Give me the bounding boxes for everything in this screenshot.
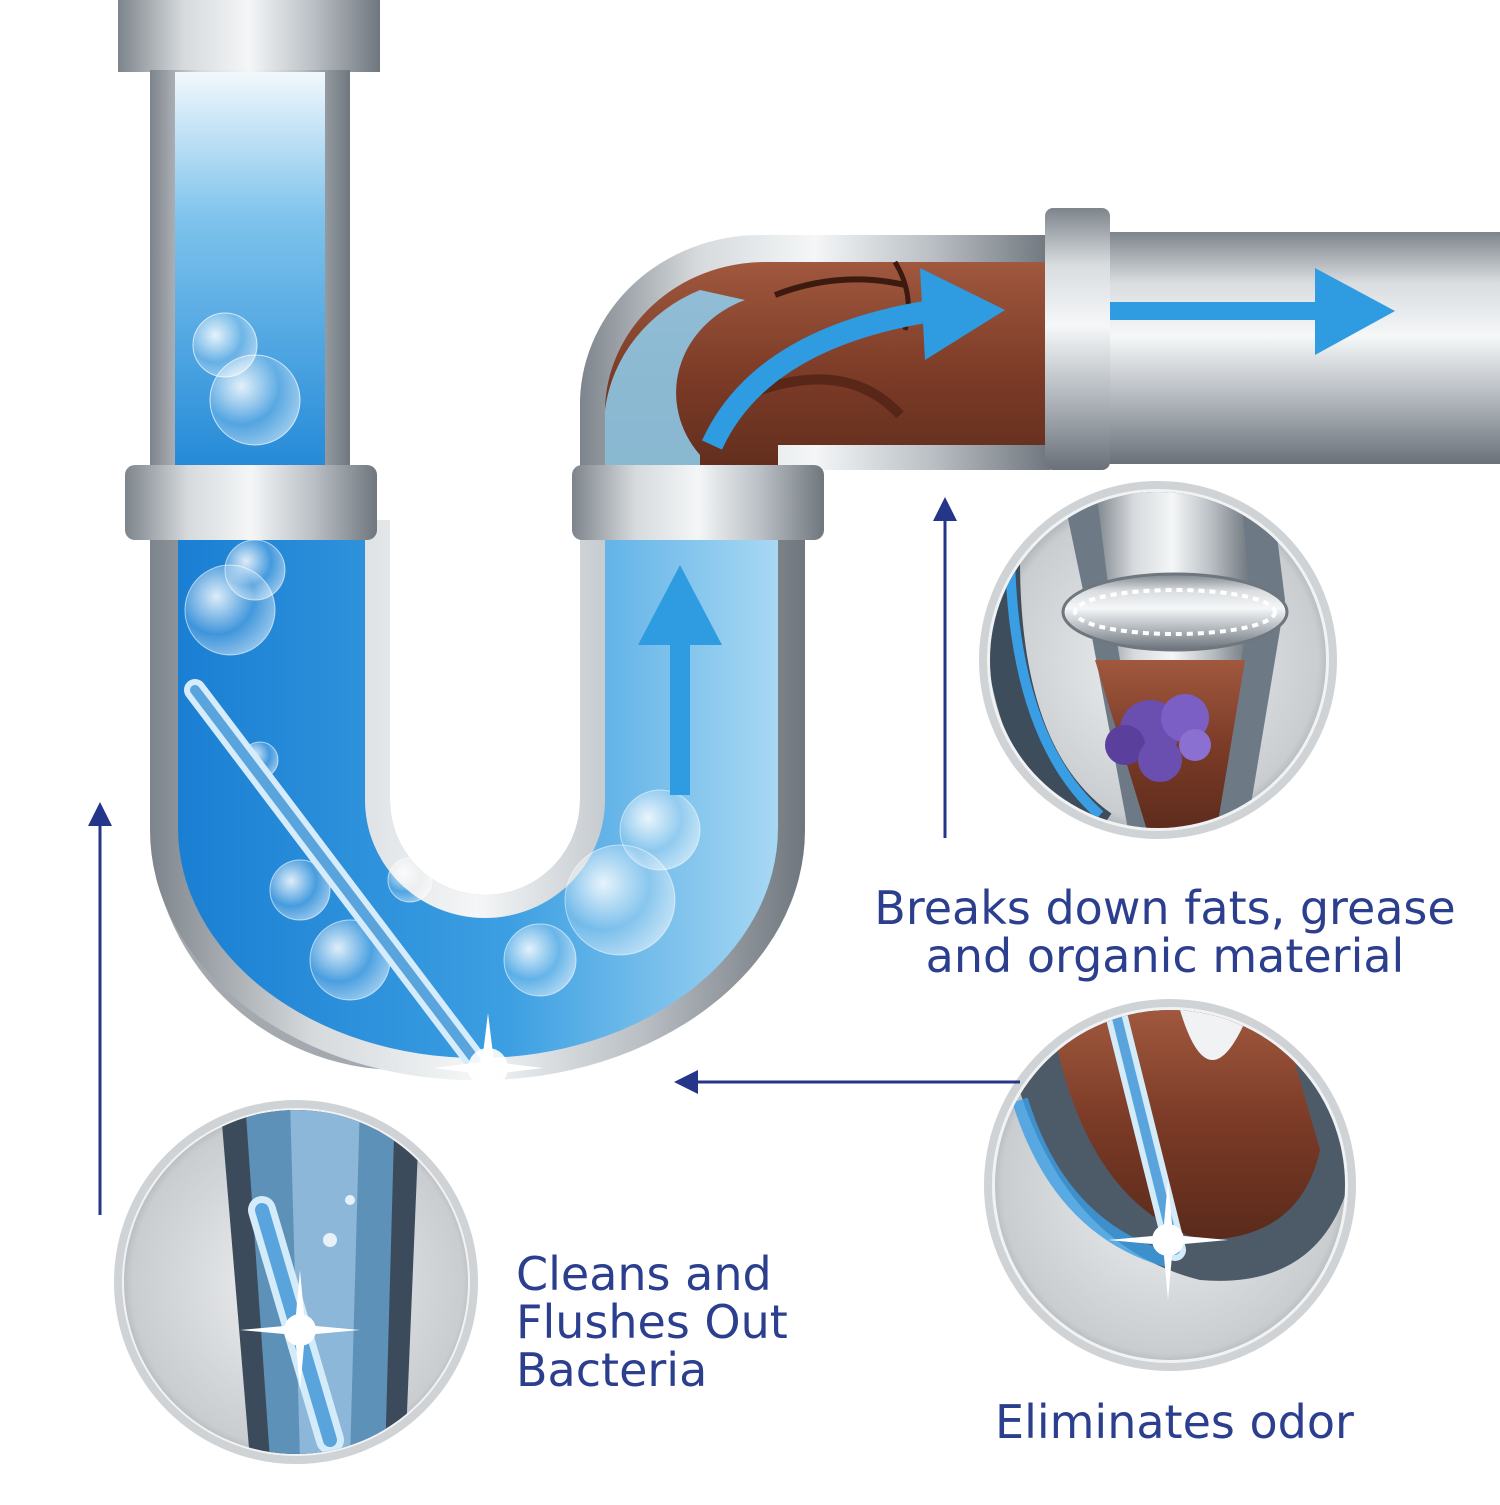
guide-arrow-left (88, 802, 112, 1215)
outlet-pipe (1100, 232, 1500, 464)
detail-circle-fats (979, 481, 1337, 839)
arrow-left-icon (674, 1070, 698, 1094)
arrow-up-icon (638, 565, 722, 795)
caption-line: Cleans and (516, 1247, 772, 1301)
coupling-outlet (1045, 208, 1110, 470)
guide-arrow-right (933, 497, 957, 838)
caption-line: and organic material (925, 929, 1405, 983)
caption-breaks-down-fats: Breaks down fats, grease and organic mat… (870, 884, 1460, 980)
sparkle-icon (1108, 1180, 1228, 1300)
coupling-left (125, 465, 377, 540)
caption-line: Bacteria (516, 1343, 708, 1397)
debris-icon (1105, 694, 1211, 782)
arrow-right-icon (701, 268, 1005, 450)
arrow-up-icon (88, 802, 112, 826)
detail-circle-cleans (114, 1100, 478, 1464)
sparkle-icon (240, 1270, 360, 1390)
sparkle-icon (433, 1013, 543, 1123)
top-pipe-cap (118, 0, 380, 72)
caption-line: Breaks down fats, grease (874, 881, 1456, 935)
p-trap-pipe (118, 0, 1500, 1123)
caption-line: Eliminates odor (995, 1395, 1354, 1449)
arrow-up-icon (933, 497, 957, 521)
caption-eliminates-odor: Eliminates odor (995, 1398, 1354, 1446)
caption-cleans-flushes: Cleans and Flushes Out Bacteria (516, 1250, 788, 1394)
caption-line: Flushes Out (516, 1295, 788, 1349)
coupling-right (572, 465, 824, 540)
cleaning-stick (184, 679, 486, 1071)
bubble-icon (184, 312, 701, 1001)
guide-arrow-horizontal (674, 1070, 1020, 1094)
detail-circle-odor (984, 999, 1356, 1371)
arrow-right-icon (1110, 268, 1395, 355)
